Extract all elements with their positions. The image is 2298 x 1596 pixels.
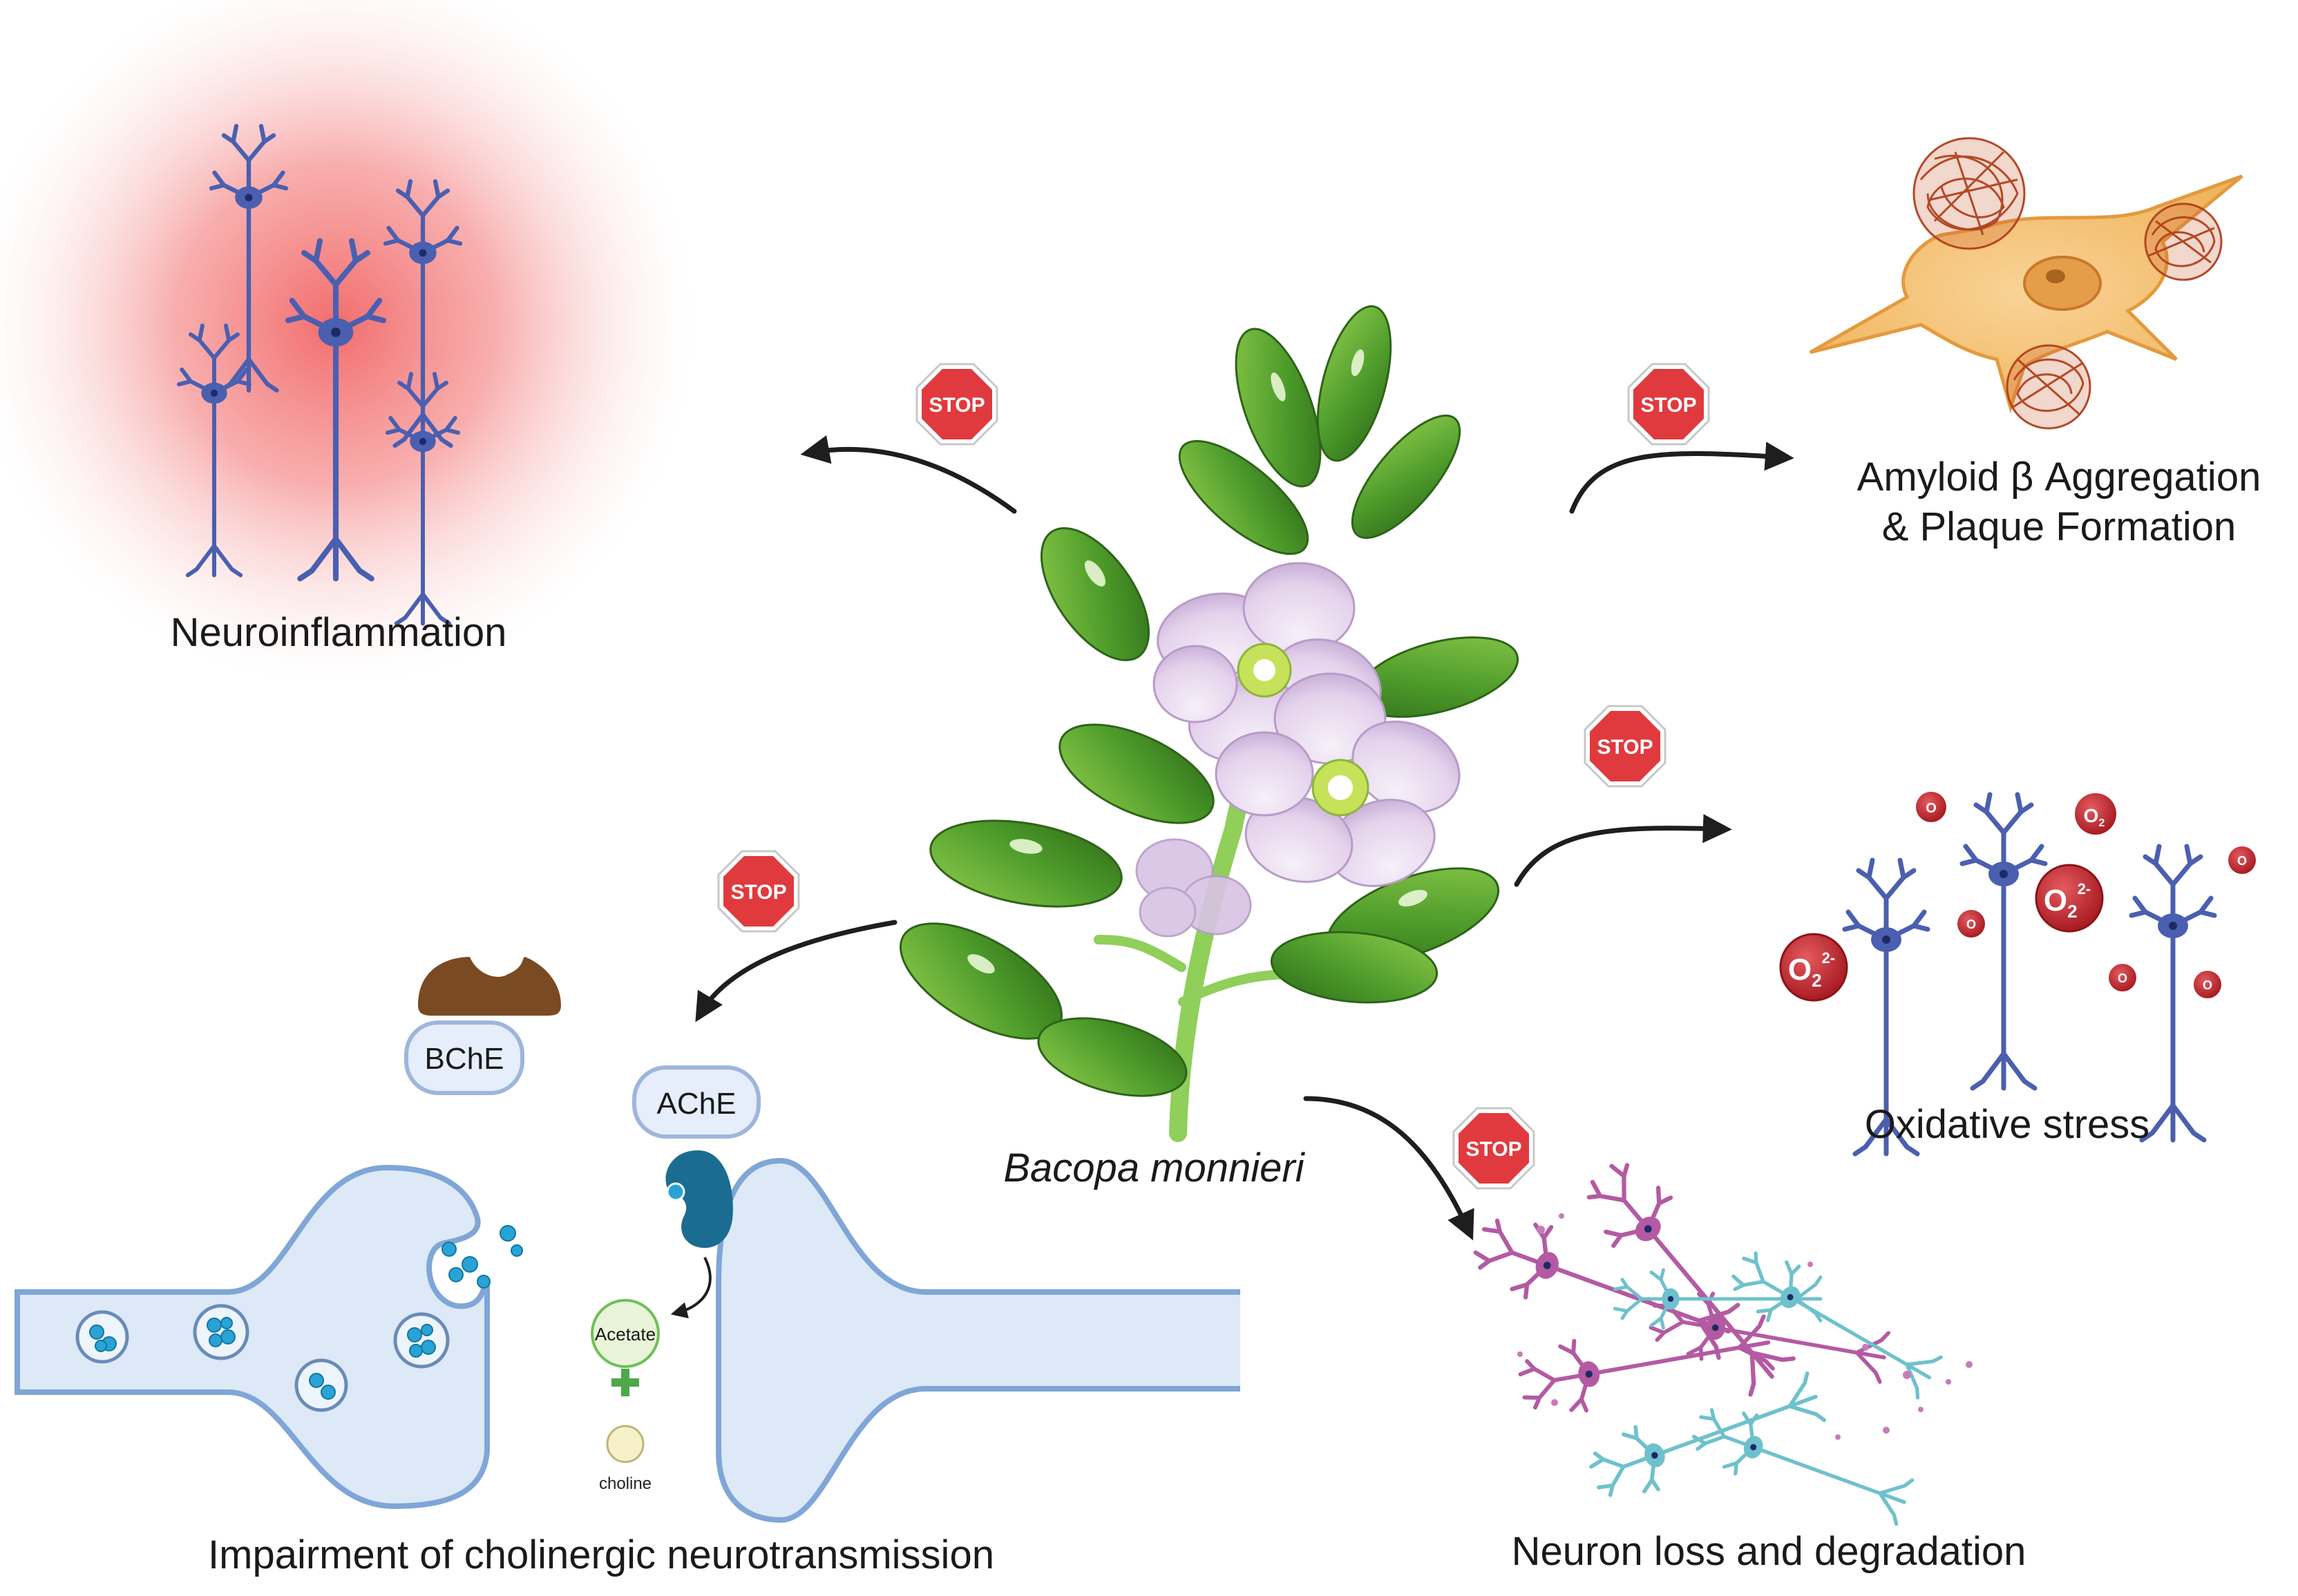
degraded-neurons-teal (1584, 1240, 1945, 1531)
presynaptic-terminal (15, 1164, 490, 1510)
neuroinflammation-panel (0, 0, 694, 684)
oxidative-stress-label: Oxidative stress (1864, 1102, 2150, 1147)
neuroinflammation-label: Neuroinflammation (170, 610, 507, 655)
postsynaptic-terminal (716, 1157, 1240, 1523)
arrow-to-neuron-loss (1303, 1096, 1474, 1241)
amyloid-nucleolus (2046, 269, 2065, 283)
ros-small-5: O (2194, 971, 2221, 998)
ache-enzyme-icon (665, 1150, 733, 1248)
ache-label-box (632, 1065, 761, 1139)
ache-label: AChE (657, 1087, 737, 1121)
amyloid-nucleus (2023, 256, 2102, 311)
amyloid-plaques (1912, 137, 2223, 430)
synaptic-vesicles (75, 1304, 450, 1412)
cholinergic-label: Impairment of cholinergic neurotransmiss… (208, 1532, 994, 1577)
ros-large-center: O22- (2035, 864, 2104, 933)
ros-small-3: O (2228, 846, 2256, 874)
plant-name-label: Bacopa monnieri (1003, 1146, 1304, 1190)
ros-small-2: O (1957, 910, 1985, 938)
plant-leaves (899, 305, 1519, 1097)
stop-sign-oxidative: STOP (1584, 705, 1666, 788)
svg-text:STOP: STOP (1597, 736, 1653, 759)
choline-molecule (606, 1425, 645, 1463)
svg-text:O: O (1926, 801, 1937, 816)
neuron-loss-panel (1468, 1150, 1973, 1532)
bche-group: BChE (404, 957, 561, 1095)
choline-label: choline (599, 1474, 652, 1493)
svg-text:O: O (2118, 971, 2127, 985)
leaf-highlights (967, 349, 1427, 973)
svg-text:O: O (2203, 978, 2212, 992)
ros-small-4: O (2109, 964, 2136, 991)
stop-sign-neuroinflammation: STOP (915, 363, 998, 446)
bche-enzyme-icon (418, 957, 561, 1016)
plaque-top (1912, 137, 2026, 250)
plus-icon (611, 1369, 639, 1396)
effect-arrows (695, 435, 1794, 1241)
synapse-panel: BChE AChE Acetate choline (15, 957, 1240, 1523)
bacopa-plant (899, 305, 1519, 1142)
ros-large-left: O22- (1779, 933, 1848, 1002)
stop-sign-neuron-loss: STOP (1452, 1107, 1535, 1190)
arrow-to-amyloid (1569, 441, 1794, 514)
stop-signs: STOP STOP STOP STOP STOP (717, 363, 1710, 1190)
amyloid-label-line2: & Plaque Formation (1881, 504, 2237, 549)
neuron-loss-label: Neuron loss and degradation (1511, 1529, 2026, 1574)
plaque-right (2144, 202, 2223, 281)
svg-text:STOP: STOP (1640, 394, 1696, 417)
bche-label-box (404, 1020, 524, 1095)
degraded-neurons-magenta (1468, 1150, 1890, 1421)
debris-fragments (1517, 1213, 1973, 1440)
ros-radicals: O22- O22- O2 O O O O O (1779, 792, 2256, 1002)
ache-bound-ach (666, 1182, 685, 1201)
arrow-to-neuroinflammation (800, 435, 1017, 514)
oxidative-panel: O22- O22- O2 O O O O O (1779, 792, 2256, 1154)
svg-text:STOP: STOP (1465, 1138, 1521, 1161)
arrow-to-cholinergic (695, 920, 898, 1023)
flower-back (1135, 838, 1252, 938)
svg-text:O: O (1966, 918, 1976, 931)
ros-medium: O2 (2075, 793, 2116, 835)
svg-text:STOP: STOP (929, 394, 985, 417)
arrow-to-oxidative (1514, 814, 1732, 887)
acetate-label: Acetate (595, 1324, 656, 1345)
acetylcholine-molecules (89, 1225, 523, 1400)
acetate-molecule (591, 1299, 660, 1368)
svg-text:O: O (2237, 854, 2247, 868)
amyloid-panel (1809, 137, 2243, 430)
flower-lower (1215, 672, 1461, 887)
stop-sign-cholinergic: STOP (717, 850, 800, 933)
stop-sign-amyloid: STOP (1627, 363, 1710, 446)
svg-text:STOP: STOP (730, 881, 786, 904)
ros-small-1: O (1916, 792, 1946, 822)
hydrolysis-arrow (670, 1257, 712, 1319)
ache-group: AChE (632, 1065, 761, 1248)
bche-label: BChE (425, 1042, 504, 1076)
plaque-bottom (2006, 344, 2091, 430)
amyloid-label-line1: Amyloid β Aggregation (1857, 455, 2261, 500)
